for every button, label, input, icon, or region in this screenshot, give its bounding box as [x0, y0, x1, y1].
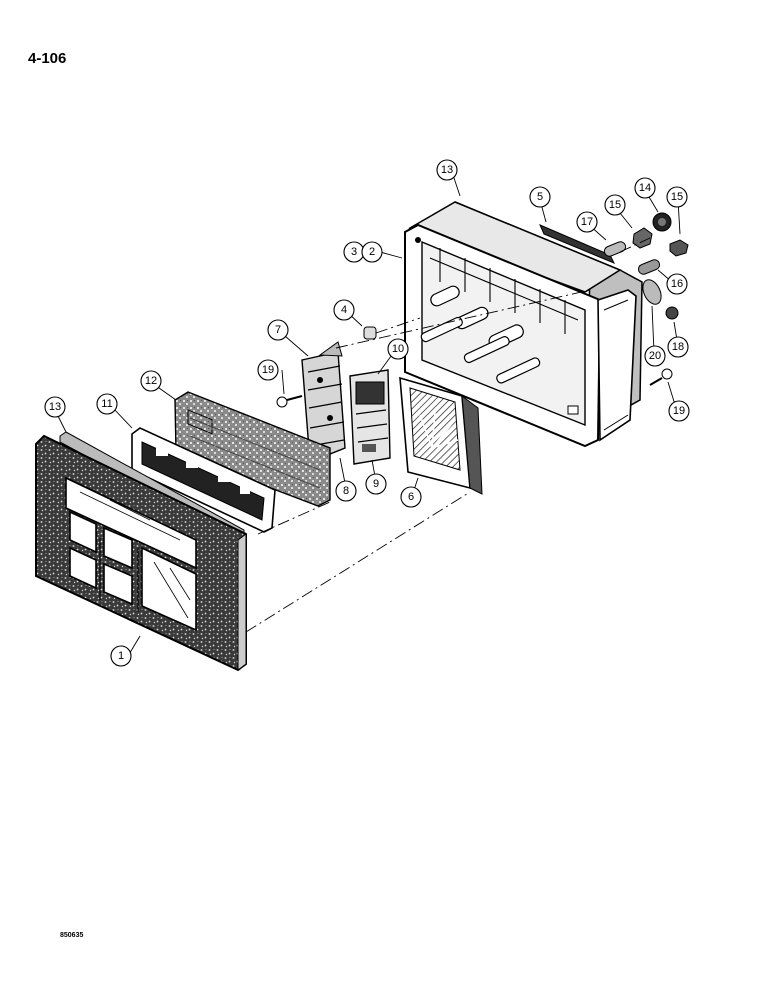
- callout-15-right: 15: [666, 186, 688, 208]
- svg-text:15: 15: [671, 191, 683, 203]
- callout-15-left: 15: [604, 194, 626, 216]
- page-number: 4-106: [28, 50, 67, 67]
- svg-text:14: 14: [639, 182, 651, 194]
- housing-part-2-3: [404, 201, 643, 448]
- callout-8: 8: [335, 480, 357, 502]
- callout-19-right: 19: [668, 400, 690, 422]
- screw-part-19b: [649, 368, 673, 386]
- callout-13-rear: 13: [436, 159, 458, 181]
- callout-19-left: 19: [257, 359, 279, 381]
- svg-text:11: 11: [101, 398, 112, 410]
- svg-text:10: 10: [392, 343, 404, 355]
- svg-text:12: 12: [145, 375, 157, 387]
- callout-1: 1: [110, 645, 132, 667]
- svg-text:3: 3: [351, 246, 357, 258]
- washer-part-20: [642, 279, 662, 305]
- callout-9: 9: [365, 473, 387, 495]
- svg-text:9: 9: [373, 478, 379, 490]
- bulb-part-16: [637, 259, 661, 275]
- socket-part-15b: [669, 239, 689, 257]
- callout-7: 7: [267, 319, 289, 341]
- circuit-board-part-9-10: [349, 369, 391, 465]
- svg-text:15: 15: [609, 199, 621, 211]
- callout-6: 6: [400, 486, 422, 508]
- cap-part-4: [363, 326, 377, 340]
- callout-3: 3: [343, 241, 365, 263]
- svg-text:2: 2: [369, 246, 375, 258]
- svg-text:17: 17: [581, 216, 593, 228]
- svg-text:20: 20: [649, 350, 661, 362]
- callout-18: 18: [667, 336, 689, 358]
- callout-2: 2: [361, 241, 383, 263]
- svg-text:8: 8: [343, 485, 349, 497]
- svg-text:16: 16: [671, 278, 683, 290]
- frame-part-11: [131, 427, 276, 533]
- bulb-part-17: [603, 241, 627, 257]
- svg-text:13: 13: [441, 164, 453, 176]
- svg-text:13: 13: [49, 401, 61, 413]
- svg-text:7: 7: [275, 324, 281, 336]
- bracket-part-7: [301, 341, 346, 464]
- svg-text:18: 18: [672, 341, 684, 353]
- socket-part-15a: [632, 227, 653, 249]
- svg-text:4: 4: [341, 304, 347, 316]
- svg-text:19: 19: [673, 405, 685, 417]
- callout-5: 5: [529, 186, 551, 208]
- svg-text:19: 19: [262, 364, 274, 376]
- callout-13-front: 13: [44, 396, 66, 418]
- alignment-lines: [245, 237, 651, 633]
- callout-11: 11: [96, 393, 118, 415]
- nut-part-18: [665, 306, 679, 320]
- svg-text:6: 6: [408, 491, 414, 503]
- callout-4: 4: [333, 299, 355, 321]
- callout-10: 10: [387, 338, 409, 360]
- svg-text:1: 1: [118, 650, 124, 662]
- callout-16: 16: [666, 273, 688, 295]
- callout-14: 14: [634, 177, 656, 199]
- callout-20: 20: [644, 345, 666, 367]
- knob-part-14: [652, 212, 672, 232]
- screw-part-19a: [276, 395, 303, 408]
- callout-17: 17: [576, 211, 598, 233]
- figure-code: 850635: [60, 932, 84, 939]
- svg-text:5: 5: [537, 191, 543, 203]
- gauge-part-6: [399, 376, 483, 495]
- bezel-part-1: [35, 434, 247, 672]
- callout-12: 12: [140, 370, 162, 392]
